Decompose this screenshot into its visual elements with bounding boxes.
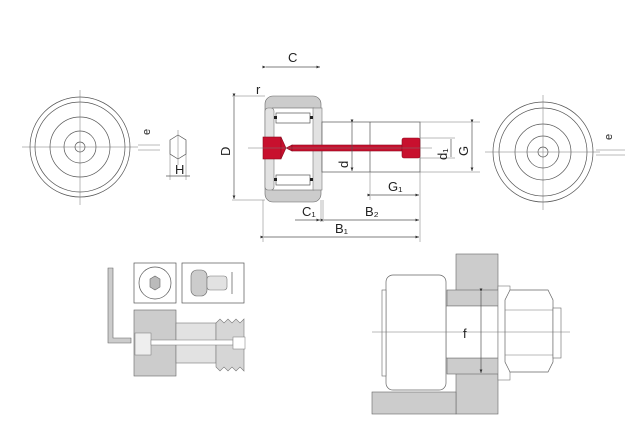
dim-D: D xyxy=(218,147,233,156)
dim-d: d xyxy=(336,161,351,168)
dim-C: C xyxy=(288,50,297,65)
dim-r: r xyxy=(256,82,261,97)
left-end-view: e xyxy=(22,90,160,205)
dim-f: f xyxy=(463,326,467,341)
dim-H: H xyxy=(175,162,184,177)
dim-G: G xyxy=(456,146,471,156)
hex-wrench-detail xyxy=(107,262,246,377)
dim-B2: B₂ xyxy=(365,204,379,219)
dim-d1: d₁ xyxy=(435,148,450,160)
dim-G1: G₁ xyxy=(388,179,403,194)
section-view: C r D d d₁ G G₁ C₁ B₂ B₁ xyxy=(218,50,480,242)
mounting-detail: f xyxy=(371,253,570,415)
dim-e-right: e xyxy=(603,134,615,140)
dim-B1: B₁ xyxy=(335,221,349,236)
dim-e-left: e xyxy=(141,129,153,135)
right-end-view: e xyxy=(485,95,625,210)
hex-socket-view: H xyxy=(166,130,190,180)
dim-C1: C₁ xyxy=(302,204,316,219)
